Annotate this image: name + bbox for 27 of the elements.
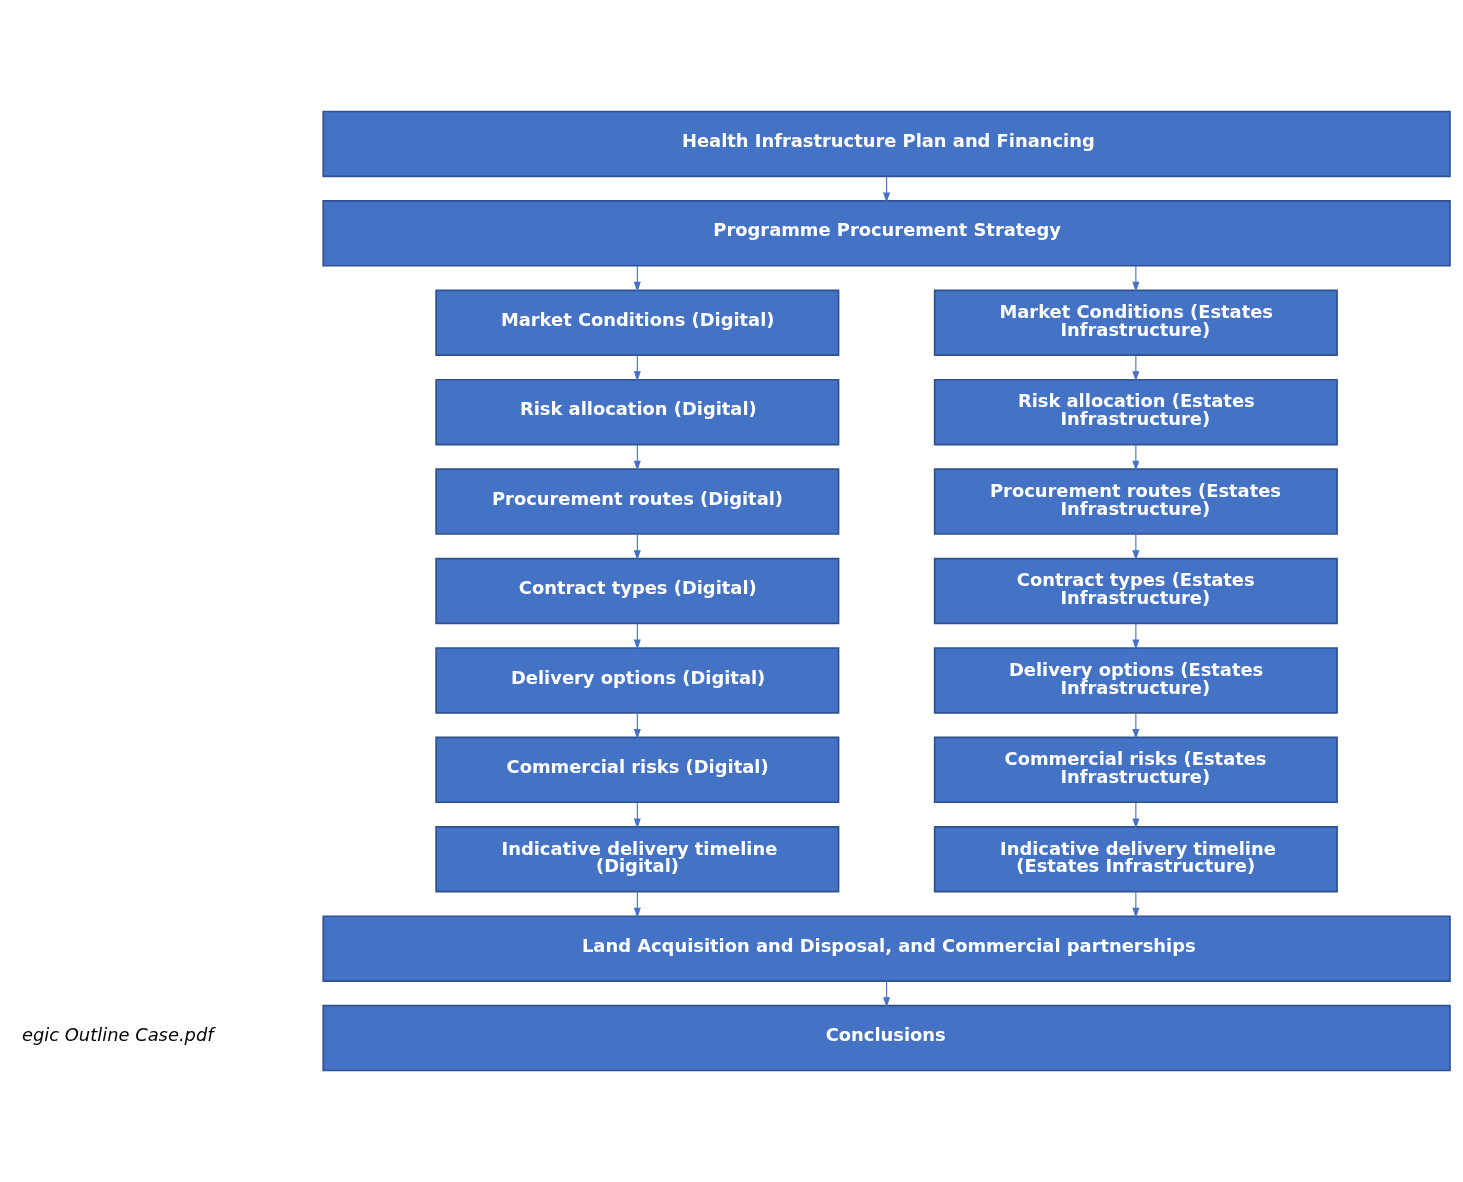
node-box: Delivery options (Estates Infrastructure) (933, 647, 1338, 714)
arrow (1132, 533, 1140, 561)
node-box: Indicative delivery timeline (Estates Infrastructure) (933, 826, 1338, 893)
arrow (1132, 265, 1140, 292)
node-box: Delivery options (Digital) (435, 647, 840, 714)
arrow (1132, 354, 1140, 382)
node-box: Land Acquisition and Disposal, and Commercial partnerships (322, 915, 1451, 982)
node-box: Procurement routes (Estates Infrastructure) (933, 468, 1338, 535)
node-box: Market Conditions (Digital) (435, 289, 840, 356)
arrow (1132, 712, 1140, 740)
node-box: Risk allocation (Digital) (435, 378, 840, 446)
node-box: Procurement routes (Digital) (435, 468, 840, 535)
node-box: Programme Procurement Strategy (322, 200, 1451, 267)
node-box: Indicative delivery timeline (Digital) (435, 826, 840, 893)
node-box: Contract types (Estates Infrastructure) (933, 557, 1338, 625)
node-box: Health Infrastructure Plan and Financing (322, 110, 1451, 178)
label: egic Outline Case.pdf (21, 1024, 214, 1046)
node-box: Conclusions (322, 1004, 1451, 1072)
arrow (1132, 891, 1140, 918)
node-box: Contract types (Digital) (435, 557, 840, 625)
arrow (1132, 802, 1140, 829)
arrow (1132, 623, 1140, 650)
node-box: Commercial risks (Estates Infrastructure) (933, 736, 1338, 804)
node-box: Market Conditions (Estates Infrastructure) (933, 289, 1338, 356)
arrow (1132, 444, 1140, 471)
node-box: Risk allocation (Estates Infrastructure) (933, 378, 1338, 446)
node-box: Commercial risks (Digital) (435, 736, 840, 804)
